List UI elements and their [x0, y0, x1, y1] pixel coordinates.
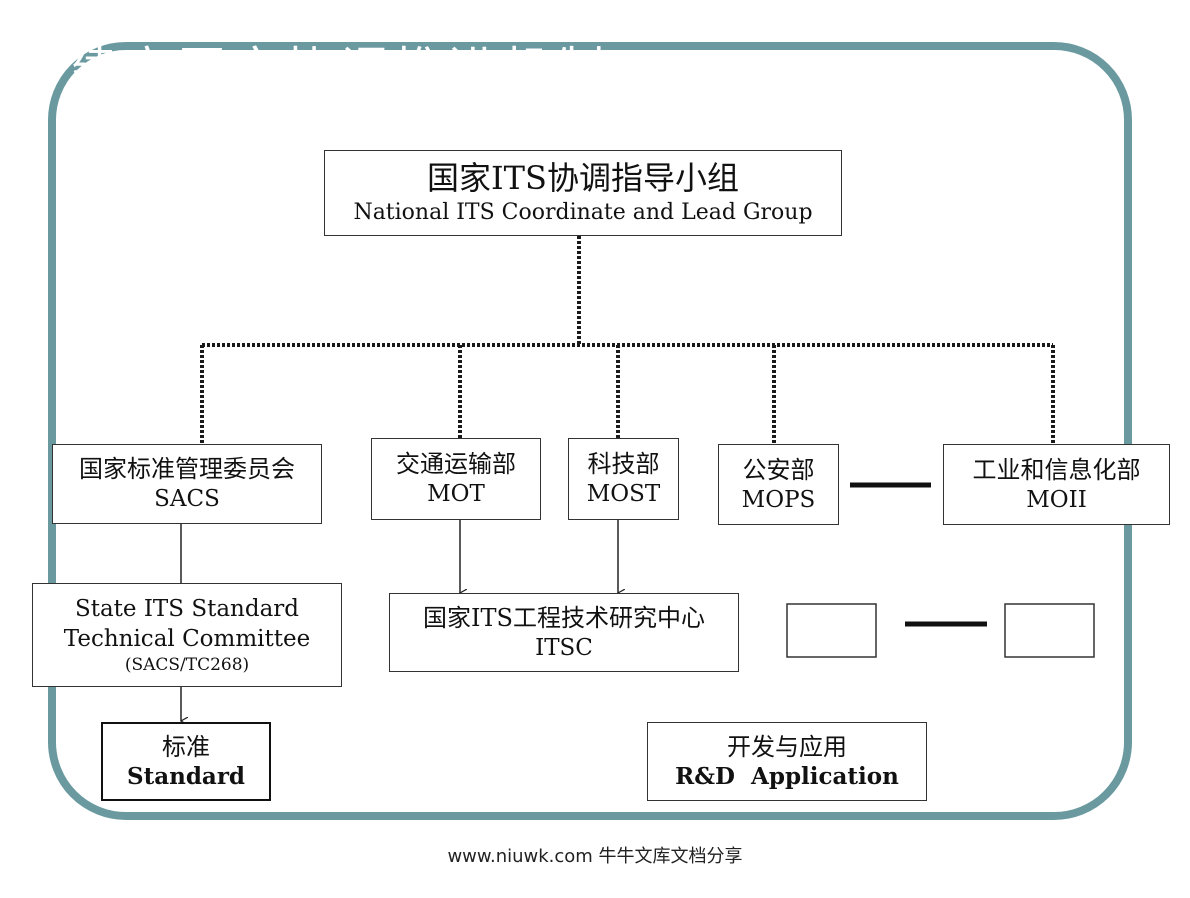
most-zh: 科技部	[587, 450, 660, 478]
standard-en: Standard	[126, 762, 246, 790]
mops-zh: 公安部	[742, 455, 815, 484]
mot-zh: 交通运输部	[396, 450, 516, 478]
blank-box-left	[786, 603, 877, 658]
footer-watermark: www.niuwk.com 牛牛文库文档分享	[447, 846, 743, 867]
rnd-box: 开发与应用 R&D Application	[647, 722, 927, 801]
standard-zh: 标准	[162, 732, 210, 761]
slide-title: 建立国家协调推进机制	[70, 42, 611, 86]
itsc-en: ITSC	[535, 634, 593, 661]
sacs-box: 国家标准管理委员会 SACS	[52, 444, 322, 524]
mops-en: MOPS	[741, 486, 816, 513]
most-en: MOST	[586, 481, 661, 507]
moii-box: 工业和信息化部 MOII	[943, 444, 1170, 525]
top-group-en: National ITS Coordinate and Lead Group	[353, 200, 813, 225]
top-group-zh: 国家ITS协调指导小组	[427, 159, 739, 197]
tc268-line1: State ITS Standard	[74, 596, 300, 622]
standard-box: 标准 Standard	[101, 722, 271, 801]
sacs-zh: 国家标准管理委员会	[79, 455, 295, 483]
dotted-hierarchy	[200, 236, 1055, 444]
mot-en: MOT	[427, 481, 485, 507]
tc268-box: State ITS Standard Technical Committee (…	[32, 583, 342, 687]
rnd-zh: 开发与应用	[727, 732, 847, 761]
moii-zh: 工业和信息化部	[972, 455, 1141, 484]
rnd-en: R&D Application	[675, 762, 899, 790]
mot-box: 交通运输部 MOT	[371, 438, 541, 520]
blank-box-right	[1004, 603, 1095, 658]
itsc-zh: 国家ITS工程技术研究中心	[423, 603, 705, 632]
sacs-en: SACS	[154, 486, 220, 512]
top-group-box: 国家ITS协调指导小组 National ITS Coordinate and …	[324, 150, 842, 236]
moii-en: MOII	[1026, 486, 1087, 513]
slide-title-strip: 建立国家协调推进机制	[0, 26, 1190, 86]
slide-frame	[48, 42, 1132, 820]
tc268-line2: Technical Committee	[63, 626, 311, 652]
mops-box: 公安部 MOPS	[718, 444, 839, 525]
tc268-code: (SACS/TC268)	[124, 655, 250, 675]
itsc-box: 国家ITS工程技术研究中心 ITSC	[389, 593, 739, 672]
most-box: 科技部 MOST	[568, 438, 679, 520]
